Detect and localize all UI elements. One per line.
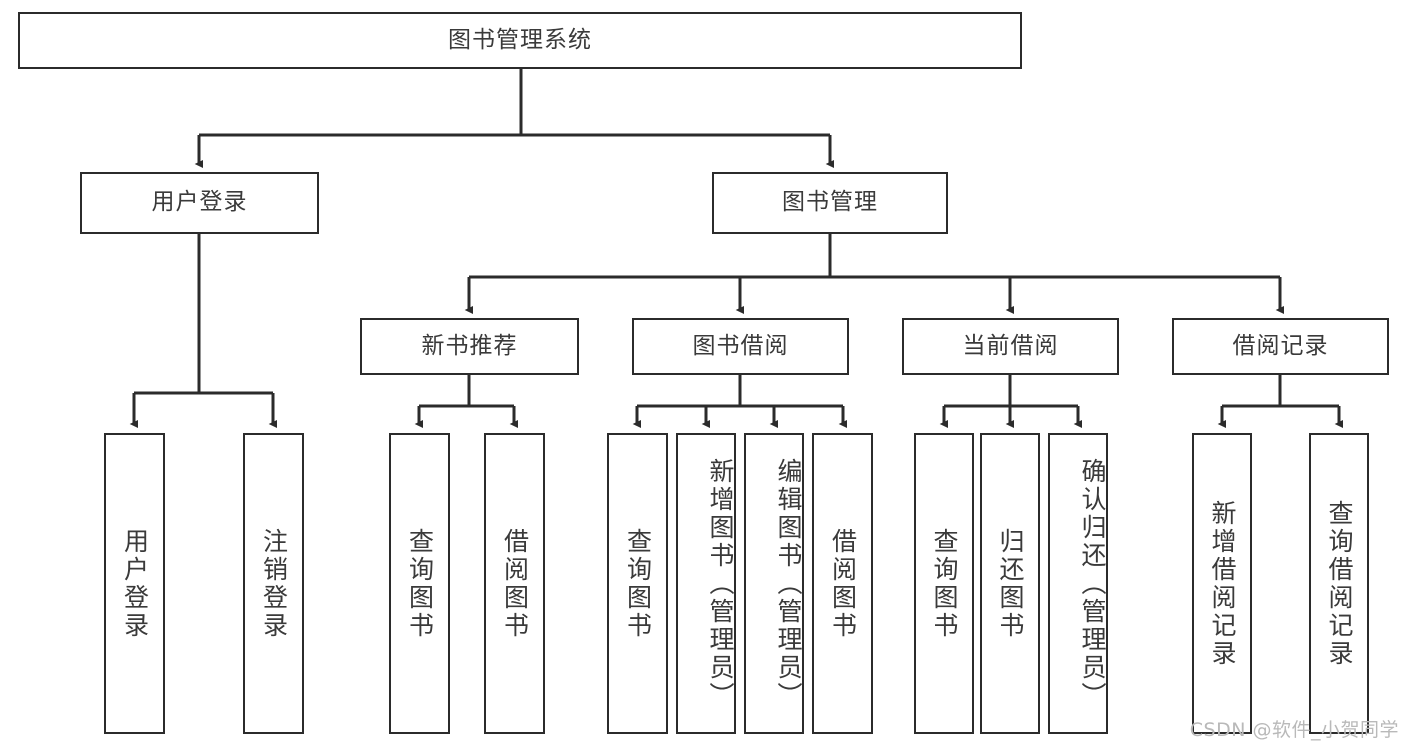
node-book-borrow[interactable]: 图书借阅: [632, 318, 849, 375]
leaf-borrow-book-recommend[interactable]: 借阅图书: [484, 433, 545, 734]
node-label: 归还图书: [996, 527, 1025, 640]
node-borrow-record[interactable]: 借阅记录: [1172, 318, 1389, 375]
node-user-login[interactable]: 用户登录: [80, 172, 319, 234]
node-label: 图书借阅: [692, 332, 789, 359]
node-label: 新增图书（管理员）: [706, 457, 735, 710]
leaf-confirm-return-admin[interactable]: 确认归还（管理员）: [1048, 433, 1108, 734]
leaf-logout[interactable]: 注销登录: [243, 433, 304, 734]
leaf-query-borrow-record[interactable]: 查询借阅记录: [1309, 433, 1369, 734]
node-label: 图书管理: [782, 189, 878, 216]
node-current-borrow[interactable]: 当前借阅: [902, 318, 1119, 375]
node-label: 编辑图书（管理员）: [774, 457, 803, 710]
leaf-return-book[interactable]: 归还图书: [980, 433, 1040, 734]
node-label: 用户登录: [151, 189, 248, 216]
node-label: 用户登录: [120, 527, 150, 640]
leaf-edit-book-admin[interactable]: 编辑图书（管理员）: [744, 433, 804, 734]
leaf-user-login[interactable]: 用户登录: [104, 433, 165, 734]
node-label: 查询图书: [405, 527, 435, 640]
node-label: 查询图书: [930, 527, 959, 640]
node-label: 查询借阅记录: [1325, 499, 1354, 668]
node-label: 确认归还（管理员）: [1078, 457, 1107, 710]
node-label: 借阅图书: [500, 527, 530, 640]
node-book-management[interactable]: 图书管理: [712, 172, 948, 234]
leaf-borrow-book[interactable]: 借阅图书: [812, 433, 873, 734]
node-label: 注销登录: [259, 527, 289, 640]
node-book-management-system[interactable]: 图书管理系统: [18, 12, 1022, 69]
node-label: 新书推荐: [421, 332, 518, 359]
node-label: 新增借阅记录: [1208, 499, 1237, 668]
leaf-add-book-admin[interactable]: 新增图书（管理员）: [676, 433, 736, 734]
leaf-query-book-recommend[interactable]: 查询图书: [389, 433, 450, 734]
leaf-query-book-current[interactable]: 查询图书: [914, 433, 974, 734]
watermark: CSDN @软件_小贺同学: [1189, 719, 1399, 741]
node-label: 借阅记录: [1232, 332, 1329, 359]
node-label: 查询图书: [623, 527, 653, 640]
node-label: 当前借阅: [962, 332, 1059, 359]
node-label: 图书管理系统: [448, 26, 592, 53]
leaf-query-book-borrow[interactable]: 查询图书: [607, 433, 668, 734]
node-label: 借阅图书: [828, 527, 858, 640]
leaf-add-borrow-record[interactable]: 新增借阅记录: [1192, 433, 1252, 734]
node-new-book-recommend[interactable]: 新书推荐: [360, 318, 579, 375]
